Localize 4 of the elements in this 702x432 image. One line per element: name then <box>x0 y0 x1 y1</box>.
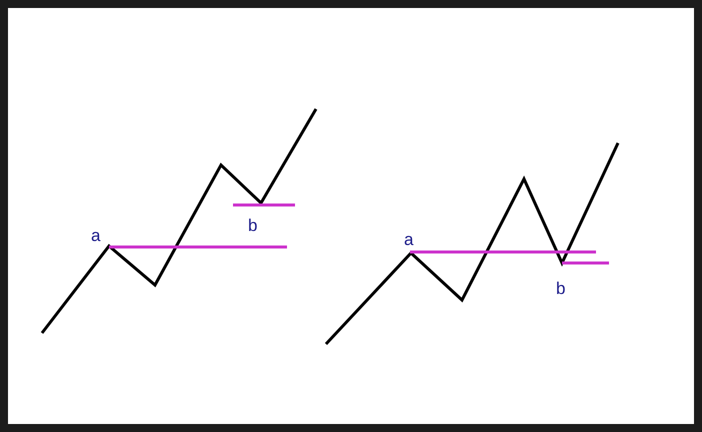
point-label: a <box>404 231 414 248</box>
point-label: b <box>248 217 258 234</box>
point-label: b <box>556 280 566 297</box>
point-label: a <box>91 227 100 244</box>
